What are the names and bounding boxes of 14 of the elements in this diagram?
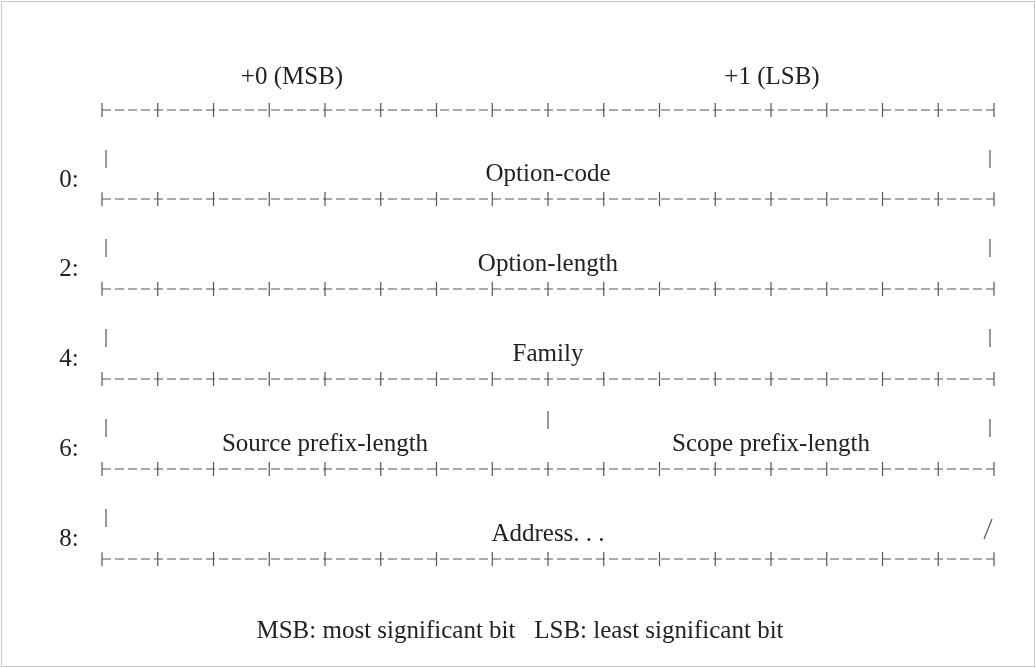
row-offset-label: 2: (59, 254, 79, 282)
caption: MSB: most significant bit LSB: least significant bit (256, 616, 784, 644)
row-offset-label: 4: (59, 344, 79, 372)
row-offset-label: 8: (59, 524, 79, 552)
row-offset-label: 0: (59, 165, 79, 193)
packet-field: Source prefix-length (114, 389, 536, 461)
packet-field: Option-code (114, 120, 982, 191)
packet-field: Option-length (114, 209, 982, 281)
row-offset-label: 6: (59, 434, 79, 462)
packet-field: Address. . . (114, 479, 982, 551)
packet-field: Family (114, 299, 982, 371)
packet-field: Scope prefix-length (560, 389, 982, 461)
byte-offset-heading: +1 (LSB) (724, 62, 820, 90)
byte-offset-heading: +0 (MSB) (240, 62, 344, 90)
